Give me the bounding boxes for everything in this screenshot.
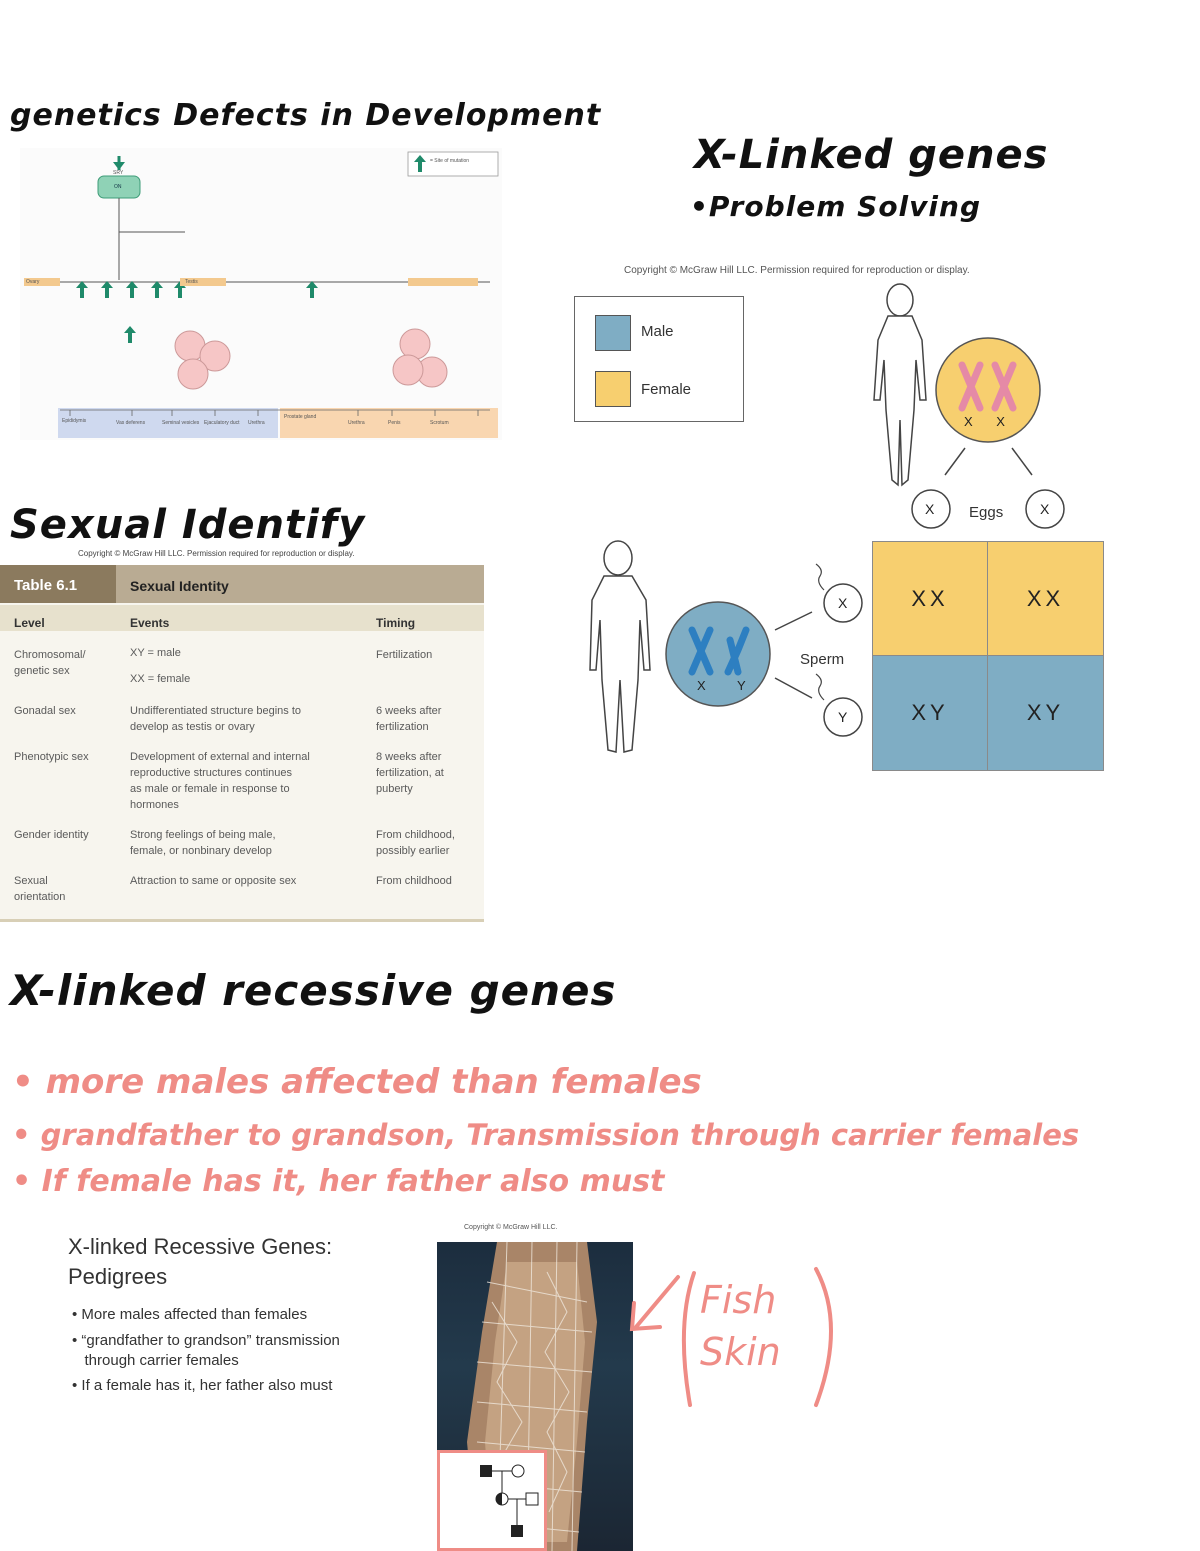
fish-skin-photo [437,1242,633,1551]
slide-bullet: • “grandfather to grandson” transmission [72,1332,340,1349]
table-header-label-bg [0,565,116,603]
annotation-arrow-icon [629,1267,833,1407]
diagram-mutation-legend: = Site of mutation [430,158,470,164]
table-cell-timing: From childhood [376,875,452,887]
fish-label: Fish [700,1278,777,1322]
col-events: Events [130,616,170,630]
table-cell-events: Attraction to same or opposite sex [130,875,297,887]
egg-1: X [925,501,935,517]
punnett-cell-1: XX [872,541,988,656]
legend-female-swatch [595,371,631,407]
sexual-identity-table: Table 6.1 Sexual Identity Level Events T… [0,565,484,922]
slide-title-1: X-linked Recessive Genes: [68,1234,333,1259]
diagram-blue-label-4: Ejaculatory duct [204,420,240,426]
heading-problem-solving: •Problem Solving [690,190,981,223]
heading-xlinked: X-Linked genes [694,132,1049,178]
pedigree-inset [437,1450,547,1551]
table-cell-timing: 8 weeks after fertilization, at puberty [376,751,444,795]
diagram-orange-label-2: Urethra [348,420,365,426]
diagram-orange-label-4: Scrotum [430,420,449,426]
table-copyright: Copyright © McGraw Hill LLC. Permission … [78,549,355,558]
table-bottom-rule [0,919,484,922]
diagram-blue-label-3: Seminal vesicles [162,420,200,426]
diagram-sry: SRY [113,170,124,176]
table-cell-level: Sexual orientation [14,875,66,903]
legend-male-swatch [595,315,631,351]
sperm-2: Y [838,709,848,725]
slide-title-2: Pedigrees [68,1264,168,1289]
table-cell-level: Phenotypic sex [14,751,89,763]
table-cell-events: XY = male XX = female [130,647,191,685]
legend-male-label: Male [641,323,674,340]
xlinked-art [589,283,1065,753]
diagram-on: ON [114,184,122,190]
development-diagram: SRY ON = Site of mutation Ovary Testis E… [20,148,502,440]
heading-sexual-identify: Sexual Identify [10,502,366,548]
table-column-header [0,605,484,631]
female-figure-icon [873,283,927,487]
punnett-cell-4: XY [987,655,1104,771]
heading-xlinked-recessive: X-linked recessive genes [10,966,617,1015]
sperm-label: Sperm [800,651,845,668]
female-chrom-label: X X [964,414,1015,429]
slide-bullet: • If a female has it, her father also mu… [72,1377,333,1394]
diagram-ovary: Ovary [26,279,40,285]
egg-2: X [1040,501,1050,517]
diagram-testis: Testis [185,279,198,285]
table-cell-level: Gonadal sex [14,705,76,717]
sperm-1: X [838,595,848,611]
table-cell-timing: From childhood, possibly earlier [376,829,455,857]
diagram-orange-label-1: Prostate gland [284,414,317,420]
slide-bullet: through carrier females [72,1352,239,1369]
diagram-blue-label-5: Urethra [248,420,265,426]
xlinked-legend: Male Female [574,296,744,422]
heading-genetics: genetics Defects in Development [10,98,602,133]
punnett-cell-2: XX [987,541,1104,656]
table-cell-events: Strong feelings of being male, female, o… [130,829,276,857]
col-timing: Timing [376,616,416,630]
diagram-orange-label-3: Penis [388,420,401,426]
male-figure-icon [589,540,651,753]
table-cell-timing: Fertilization [376,649,433,661]
table-cell-timing: 6 weeks after fertilization [376,705,442,733]
eggs-label: Eggs [969,504,1004,521]
table-cell-events: Development of external and internal rep… [130,751,310,811]
table-cell-level: Chromosomal/ genetic sex [14,649,86,677]
note-1: • more males affected than females [12,1062,702,1102]
note-3: • If female has it, her father also must [12,1164,665,1199]
pedigree-slide: X-linked Recessive Genes: Pedigrees • Mo… [60,1228,390,1408]
note-2: • grandfather to grandson, Transmission … [12,1118,1080,1152]
diagram-blue-label-2: Vas deferens [116,420,146,426]
punnett-cell-3: XY [872,655,988,771]
table-title: Sexual Identity [130,578,229,594]
xlinked-copyright: Copyright © McGraw Hill LLC. Permission … [624,265,970,276]
col-level: Level [14,616,45,630]
table-cell-level: Gender identity [14,829,89,841]
male-chrom-label: X Y [697,678,760,693]
table-label: Table 6.1 [14,577,78,594]
legend-female-label: Female [641,381,692,398]
skin-label: Skin [700,1330,781,1374]
photo-copyright: Copyright © McGraw Hill LLC. [464,1224,558,1231]
table-cell-events: Undifferentiated structure begins to dev… [130,705,302,733]
diagram-blue-label-1: Epididymis [62,418,87,424]
slide-bullet: • More males affected than females [72,1306,308,1323]
